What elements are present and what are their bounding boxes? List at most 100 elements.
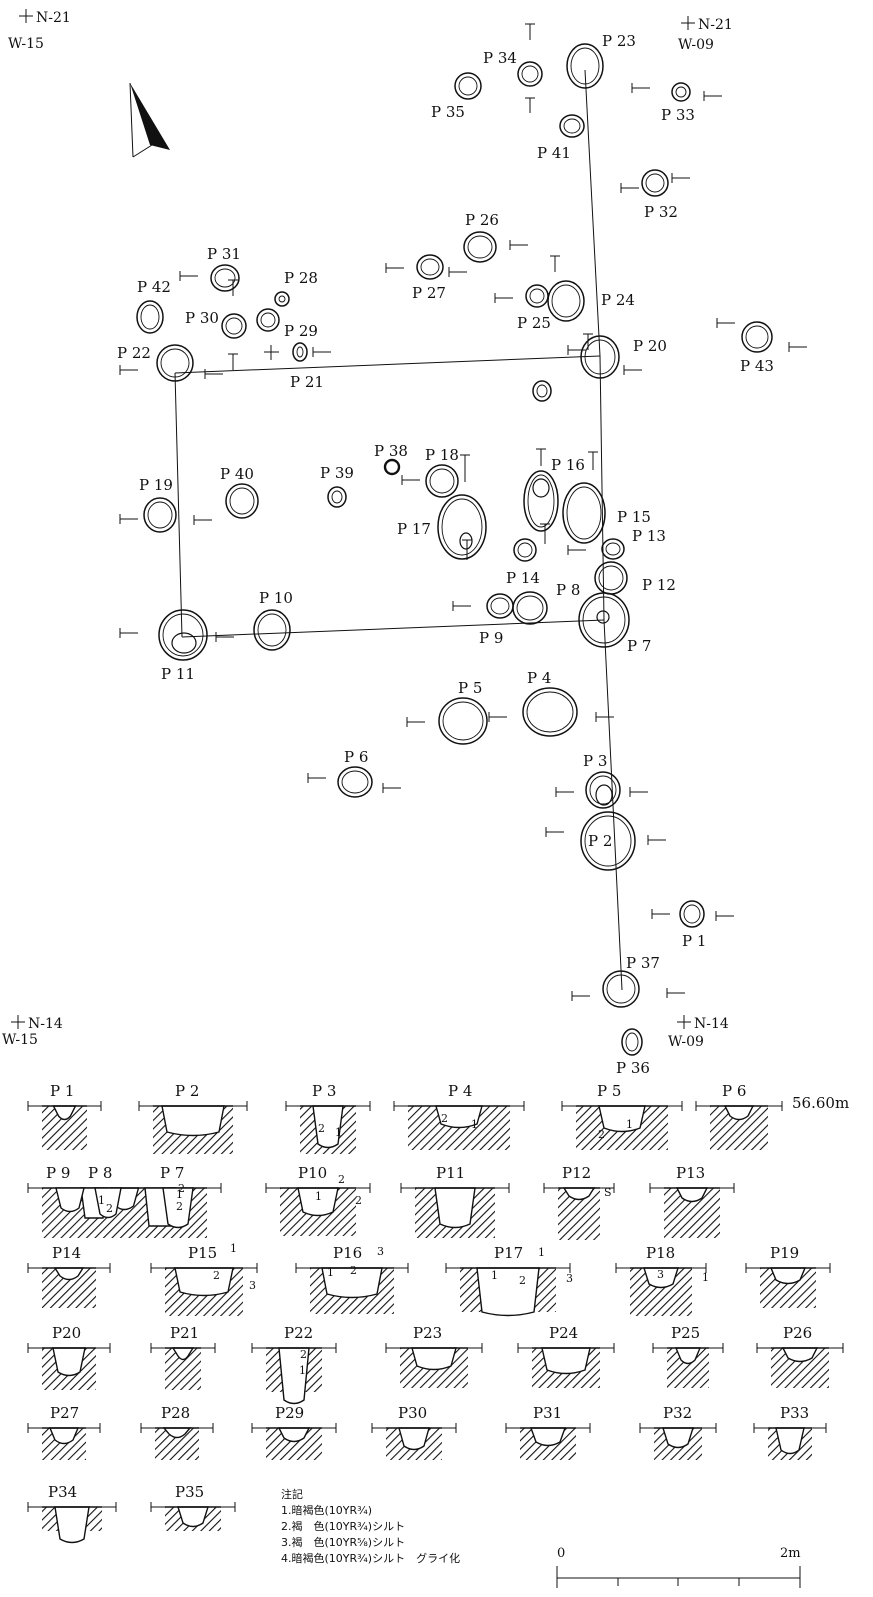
section-title: P 1 [50, 1082, 74, 1100]
layer-number: 2 [441, 1112, 448, 1125]
layer-number: 2 [318, 1122, 325, 1135]
pit-label: P 13 [632, 527, 666, 545]
grid-marker-west: W-15 [2, 1032, 38, 1048]
pit-outline [454, 72, 482, 100]
section-pit-fill [177, 1506, 209, 1528]
grid-marker-west: W-15 [8, 36, 44, 52]
pit-outline [641, 169, 669, 197]
section-pit-fill [52, 1105, 77, 1121]
layer-number: 1 [702, 1271, 709, 1284]
section-title: P 4 [448, 1082, 472, 1100]
legend-title: 注記 [281, 1488, 303, 1501]
pit-label: P 10 [259, 589, 293, 607]
layer-number: 3 [249, 1279, 256, 1292]
pit-bottom-outline [516, 595, 544, 621]
grid-marker-west: W-09 [678, 37, 714, 53]
section-pit-fill [476, 1267, 540, 1317]
pit-bottom-outline [589, 775, 617, 805]
pit-label: P 41 [537, 144, 571, 162]
grid-marker-north: N-21 [36, 10, 71, 26]
pit-label: P 28 [284, 269, 318, 287]
pit-bottom-outline [214, 268, 236, 288]
section-pit-fill [321, 1267, 383, 1299]
pit-bottom-outline [147, 501, 173, 529]
pit-label: P 17 [397, 520, 431, 538]
pit-inner-feature [532, 478, 550, 498]
pit-outline [559, 114, 585, 138]
pit-bottom-outline [570, 47, 600, 85]
layer-number: 1 [230, 1242, 237, 1255]
pit-bottom-outline [229, 487, 255, 515]
pit-label: P 25 [517, 314, 551, 332]
section-title: P 5 [597, 1082, 621, 1100]
layer-number: 2 [300, 1348, 307, 1361]
pit-bottom-outline [683, 904, 701, 924]
pit-outline [602, 970, 640, 1008]
pit-label: P 35 [431, 103, 465, 121]
section-pit-fill [562, 1187, 596, 1201]
layer-number: 2 [176, 1200, 183, 1213]
pit-outline [274, 291, 290, 307]
section-title: P21 [170, 1324, 199, 1342]
pit-label: P 4 [527, 669, 551, 687]
section-title: P17 [494, 1244, 523, 1262]
pit-bottom-outline [458, 76, 478, 96]
pit-bottom-outline [296, 346, 304, 358]
pit-outline [580, 811, 636, 871]
pit-label: P 20 [633, 337, 667, 355]
layer-number: 1 [491, 1269, 498, 1282]
pit-bottom-outline [420, 258, 440, 276]
pit-bottom-outline [625, 1032, 639, 1052]
section-title: P13 [676, 1164, 705, 1182]
pit-label: P 31 [207, 245, 241, 263]
section-title: P35 [175, 1483, 204, 1501]
pit-label: P 2 [588, 832, 612, 850]
scale-end-label: 2m [780, 1546, 801, 1561]
section-pit-fill [435, 1105, 483, 1129]
pit-label: P 26 [465, 211, 499, 229]
section-pit-fill [434, 1187, 476, 1229]
section-title: P19 [770, 1244, 799, 1262]
pit-outline [522, 687, 578, 737]
pit-label: P 15 [617, 508, 651, 526]
section-pit-fill [162, 1187, 194, 1229]
pit-outline [532, 380, 552, 402]
pit-outline [585, 771, 621, 809]
section-pit-fill [674, 1347, 702, 1365]
pit-label: P 18 [425, 446, 459, 464]
pit-outline [383, 458, 401, 476]
section-pit-fill [54, 1506, 90, 1544]
layer-number: 1 [471, 1118, 478, 1131]
section-pit-fill [312, 1105, 344, 1149]
pit-label: P 9 [479, 629, 503, 647]
pit-bottom-outline [598, 565, 624, 591]
scale-start-label: 0 [557, 1546, 565, 1561]
section-pit-fill [55, 1187, 85, 1213]
section-pit-fill [775, 1427, 805, 1455]
pit-outline [210, 264, 240, 292]
section-title: P32 [663, 1404, 692, 1422]
section-title: P30 [398, 1404, 427, 1422]
section-pit-fill [398, 1427, 430, 1451]
pit-outline [566, 43, 604, 89]
section-title: P 8 [88, 1164, 112, 1182]
legend-item: 1.暗褐色(10YR¾) [281, 1504, 373, 1517]
pit-outline [425, 464, 459, 498]
north-arrow-icon [129, 82, 170, 158]
pit-inner-feature [171, 632, 197, 654]
section-pit-fill [781, 1347, 819, 1363]
section-title: P25 [671, 1324, 700, 1342]
pit-outline [438, 697, 488, 745]
section-title: P 2 [175, 1082, 199, 1100]
legend: 注記 1.暗褐色(10YR¾) 2.褐 色(10YR¾)シルト 3.褐 色(10… [281, 1487, 460, 1567]
pit-outline [156, 344, 194, 382]
pit-label: P 32 [644, 203, 678, 221]
pit-outline [562, 482, 606, 544]
pit-inner-feature [595, 784, 613, 806]
pit-bottom-outline [442, 701, 484, 741]
section-pit-fill [541, 1347, 591, 1375]
layer-number: 2 [519, 1274, 526, 1287]
layer-number: 2 [338, 1173, 345, 1186]
pit-bottom-outline [140, 304, 160, 330]
